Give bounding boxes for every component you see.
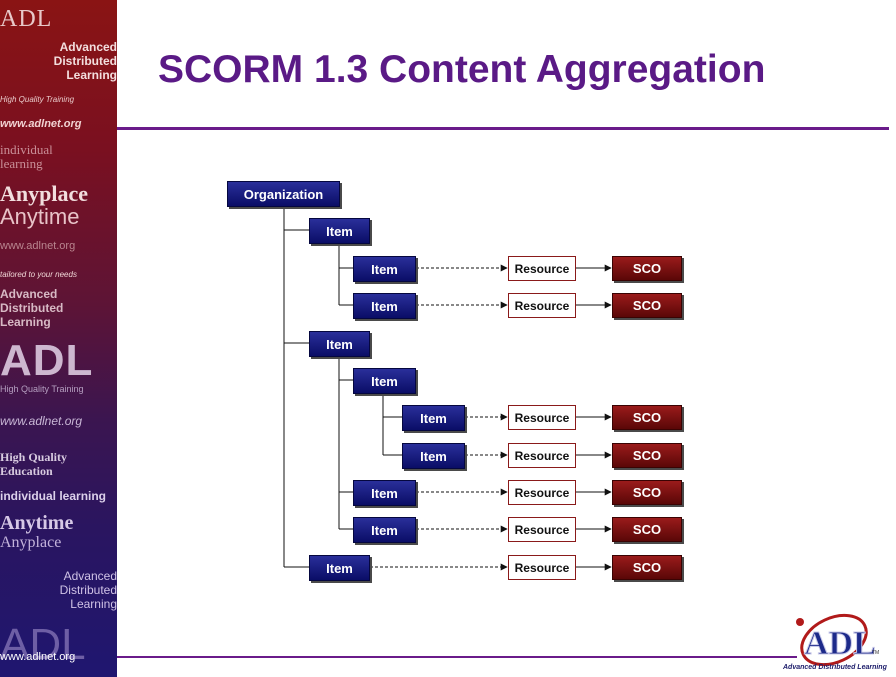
sidebar-text: learning xyxy=(0,156,43,171)
sidebar-text: tailored to your needs xyxy=(0,270,77,279)
sco-node: SCO xyxy=(612,405,682,430)
sidebar-url: www.adlnet.org xyxy=(0,118,82,130)
title-divider xyxy=(117,127,889,130)
sidebar-text: Advanced xyxy=(0,287,58,301)
sidebar-adl-logo-text: ADL xyxy=(0,6,53,32)
tree-line xyxy=(382,394,402,456)
item-node: Item xyxy=(353,368,416,394)
sidebar-adl-large: ADL xyxy=(0,336,94,385)
sidebar-url: www.adlnet.org xyxy=(0,414,83,428)
svg-text:ADL: ADL xyxy=(804,625,876,662)
sidebar-text: Education xyxy=(0,464,53,478)
sco-node: SCO xyxy=(612,480,682,505)
item-node: Item xyxy=(402,443,465,469)
sco-node: SCO xyxy=(612,293,682,318)
resource-node: Resource xyxy=(508,443,576,468)
sidebar-text: Learning xyxy=(0,315,51,329)
sidebar-adl-watermark: ADL xyxy=(0,620,86,669)
sidebar-text: Anyplace xyxy=(0,181,88,206)
resource-node: Resource xyxy=(508,480,576,505)
sidebar-url: www.adlnet.org xyxy=(0,240,76,252)
sidebar-text: Advanced Distributed Learning xyxy=(0,569,117,611)
sidebar-text: Advanced xyxy=(59,40,117,54)
sidebar-text: Anytime xyxy=(0,204,80,229)
sco-node: SCO xyxy=(612,443,682,468)
item-node: Item xyxy=(402,405,465,431)
sidebar-text: High Quality Training xyxy=(0,384,84,394)
sidebar-text: High Quality xyxy=(0,450,68,464)
sidebar-footer-url: www.adlnet.org xyxy=(0,651,76,663)
sco-node: SCO xyxy=(612,256,682,281)
item-node: Item xyxy=(353,293,416,319)
sidebar-text: individual xyxy=(0,142,53,157)
tree-line xyxy=(338,244,353,306)
tree-line xyxy=(338,357,353,530)
sidebar-text: Distributed xyxy=(0,301,64,315)
item-node: Item xyxy=(353,256,416,282)
resource-node: Resource xyxy=(508,517,576,542)
slide-title: SCORM 1.3 Content Aggregation xyxy=(158,48,766,91)
logo-tm: TM xyxy=(872,650,879,656)
resource-node: Resource xyxy=(508,293,576,318)
tree-line xyxy=(283,207,309,568)
sidebar-text: Advanced xyxy=(63,569,117,583)
sidebar-text: High Quality Education xyxy=(0,450,117,478)
adl-logo-icon: ADL TM xyxy=(796,613,879,667)
item-node: Item xyxy=(309,218,370,244)
sco-node: SCO xyxy=(612,517,682,542)
decorative-sidebar: ADL Advanced Distributed Learning High Q… xyxy=(0,0,117,677)
sidebar-text: High Quality Training xyxy=(0,95,75,104)
resource-node: Resource xyxy=(508,555,576,580)
sidebar-text: Learning xyxy=(66,68,117,82)
item-node: Item xyxy=(309,555,370,581)
sidebar-text: individual learning xyxy=(0,489,107,503)
sco-node: SCO xyxy=(612,555,682,580)
resource-node: Resource xyxy=(508,256,576,281)
sidebar-text: Anyplace xyxy=(0,534,62,551)
sidebar-adl-subtitle: Advanced Distributed Learning xyxy=(0,40,117,82)
item-node: Item xyxy=(353,480,416,506)
organization-node: Organization xyxy=(227,181,340,207)
logo-caption: Advanced Distributed Learning xyxy=(783,664,887,671)
footer-divider xyxy=(117,656,797,658)
resource-node: Resource xyxy=(508,405,576,430)
sidebar-text: Learning xyxy=(70,597,117,611)
sidebar-text: Advanced Distributed Learning xyxy=(0,287,117,329)
sidebar-text: Distributed xyxy=(53,54,117,68)
item-node: Item xyxy=(309,331,370,357)
sidebar-text: Anytime xyxy=(0,512,74,534)
sidebar-text: individual learning xyxy=(0,143,117,171)
sidebar-text: Distributed xyxy=(59,583,117,597)
item-node: Item xyxy=(353,517,416,543)
